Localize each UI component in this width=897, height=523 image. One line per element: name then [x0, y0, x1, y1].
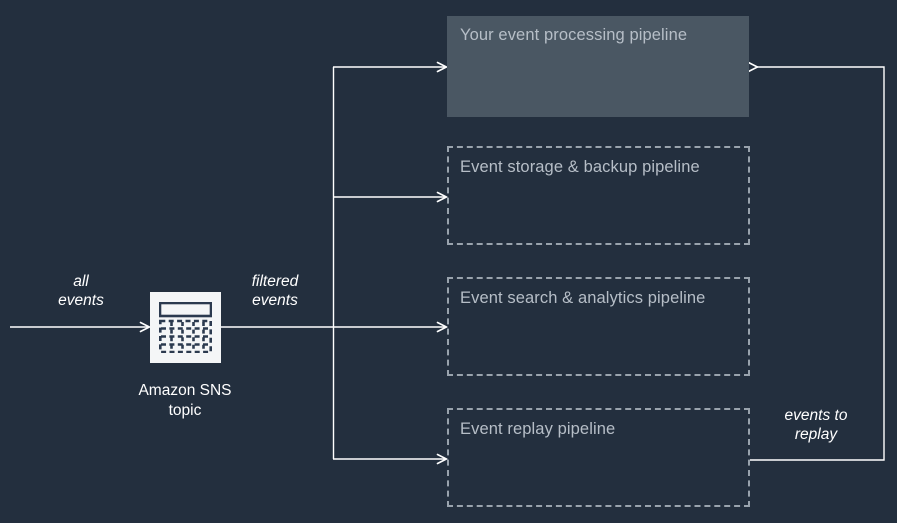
box-event-search-analytics-pipeline[interactable]: Event search & analytics pipeline [447, 277, 750, 376]
edge-label-all-events-line2: events [58, 292, 104, 309]
edge-label-filtered-events: filtered events [225, 272, 325, 310]
edge-label-all-events-line1: all [73, 273, 89, 290]
edge-label-all-events: all events [31, 272, 131, 310]
box-label-your-event-processing-pipeline: Your event processing pipeline [460, 26, 688, 44]
connector-replay-feedback [750, 67, 885, 461]
box-event-storage-backup-pipeline[interactable]: Event storage & backup pipeline [447, 146, 750, 245]
edge-label-events-to-replay: events to replay [765, 406, 867, 444]
edge-label-filtered-events-line1: filtered [251, 273, 299, 290]
box-label-event-search-analytics-pipeline: Event search & analytics pipeline [460, 289, 706, 307]
box-event-replay-pipeline[interactable]: Event replay pipeline [447, 408, 750, 507]
sns-topic-caption: Amazon SNS topic [105, 381, 265, 421]
box-your-event-processing-pipeline[interactable]: Your event processing pipeline [447, 16, 749, 117]
box-label-event-replay-pipeline: Event replay pipeline [460, 420, 616, 438]
edge-label-events-to-replay-line2: replay [794, 426, 838, 443]
amazon-sns-topic-icon [150, 292, 221, 363]
sns-topic-glyph [159, 302, 212, 353]
sns-topic-caption-line2: topic [168, 402, 202, 419]
sns-topic-caption-line1: Amazon SNS [138, 382, 232, 399]
box-label-event-storage-backup-pipeline: Event storage & backup pipeline [460, 158, 700, 176]
edge-label-filtered-events-line2: events [252, 292, 298, 309]
edge-label-events-to-replay-line1: events to [784, 407, 848, 424]
